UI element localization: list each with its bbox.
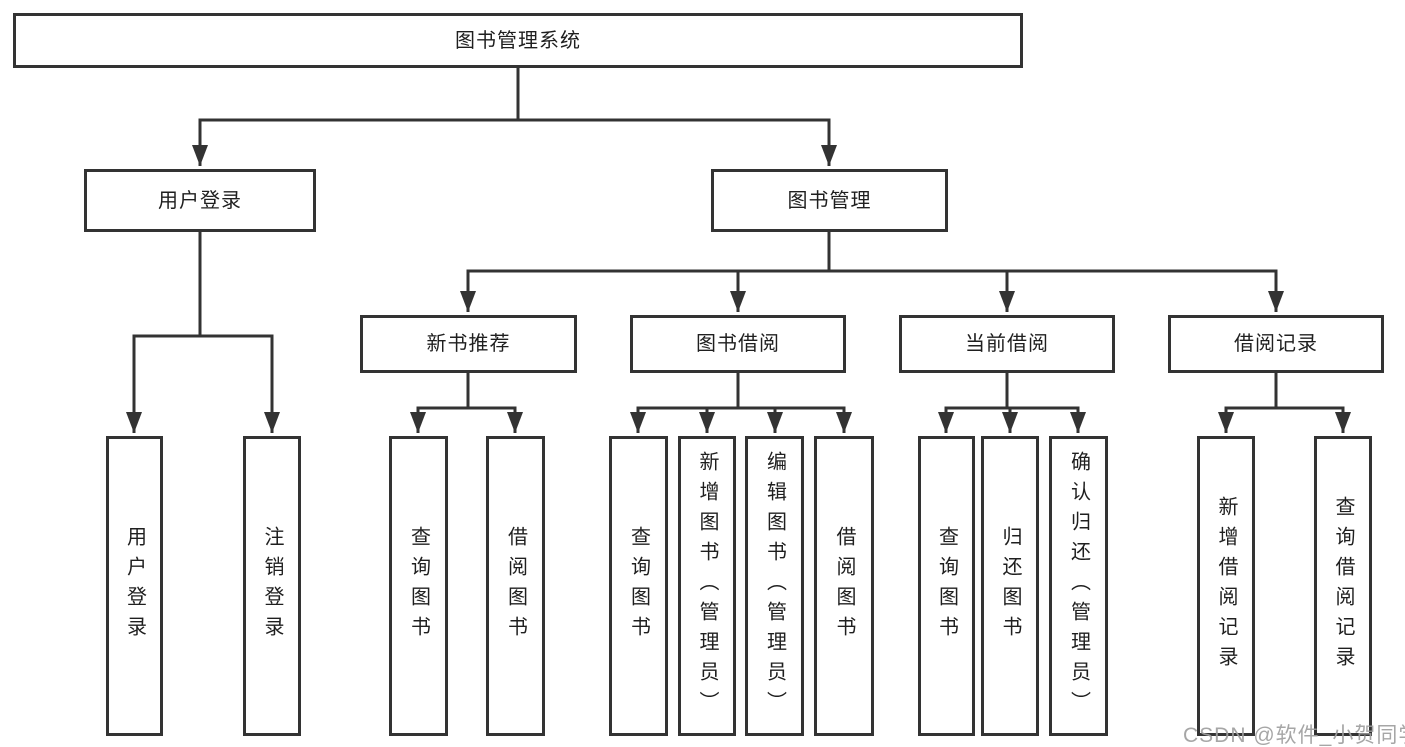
leaf-rec-query-book: 查询图书 <box>389 436 448 736</box>
leaf-br-query-record: 查询借阅记录 <box>1314 436 1372 736</box>
leaf-cb-return-book: 归还图书 <box>981 436 1039 736</box>
leaf-cb-confirm-return-admin: 确认归还（管理员） <box>1049 436 1108 736</box>
leaf-bb-query-book: 查询图书 <box>609 436 668 736</box>
leaf-rec-borrow-book: 借阅图书 <box>486 436 545 736</box>
leaf-user-login: 用户登录 <box>106 436 163 736</box>
node-user-login: 用户登录 <box>84 169 316 232</box>
leaf-bb-edit-book-admin: 编辑图书（管理员） <box>745 436 804 736</box>
node-current-borrow: 当前借阅 <box>899 315 1115 373</box>
node-borrow-record: 借阅记录 <box>1168 315 1384 373</box>
leaf-cb-query-book: 查询图书 <box>918 436 975 736</box>
node-root: 图书管理系统 <box>13 13 1023 68</box>
csdn-watermark: CSDN @软件_小贺同学 <box>1183 724 1405 747</box>
leaf-bb-add-book-admin: 新增图书（管理员） <box>678 436 736 736</box>
node-new-book-recommend: 新书推荐 <box>360 315 577 373</box>
node-book-management: 图书管理 <box>711 169 948 232</box>
node-book-borrow: 图书借阅 <box>630 315 846 373</box>
leaf-br-add-record: 新增借阅记录 <box>1197 436 1255 736</box>
leaf-logout: 注销登录 <box>243 436 301 736</box>
leaf-bb-borrow-book: 借阅图书 <box>814 436 874 736</box>
